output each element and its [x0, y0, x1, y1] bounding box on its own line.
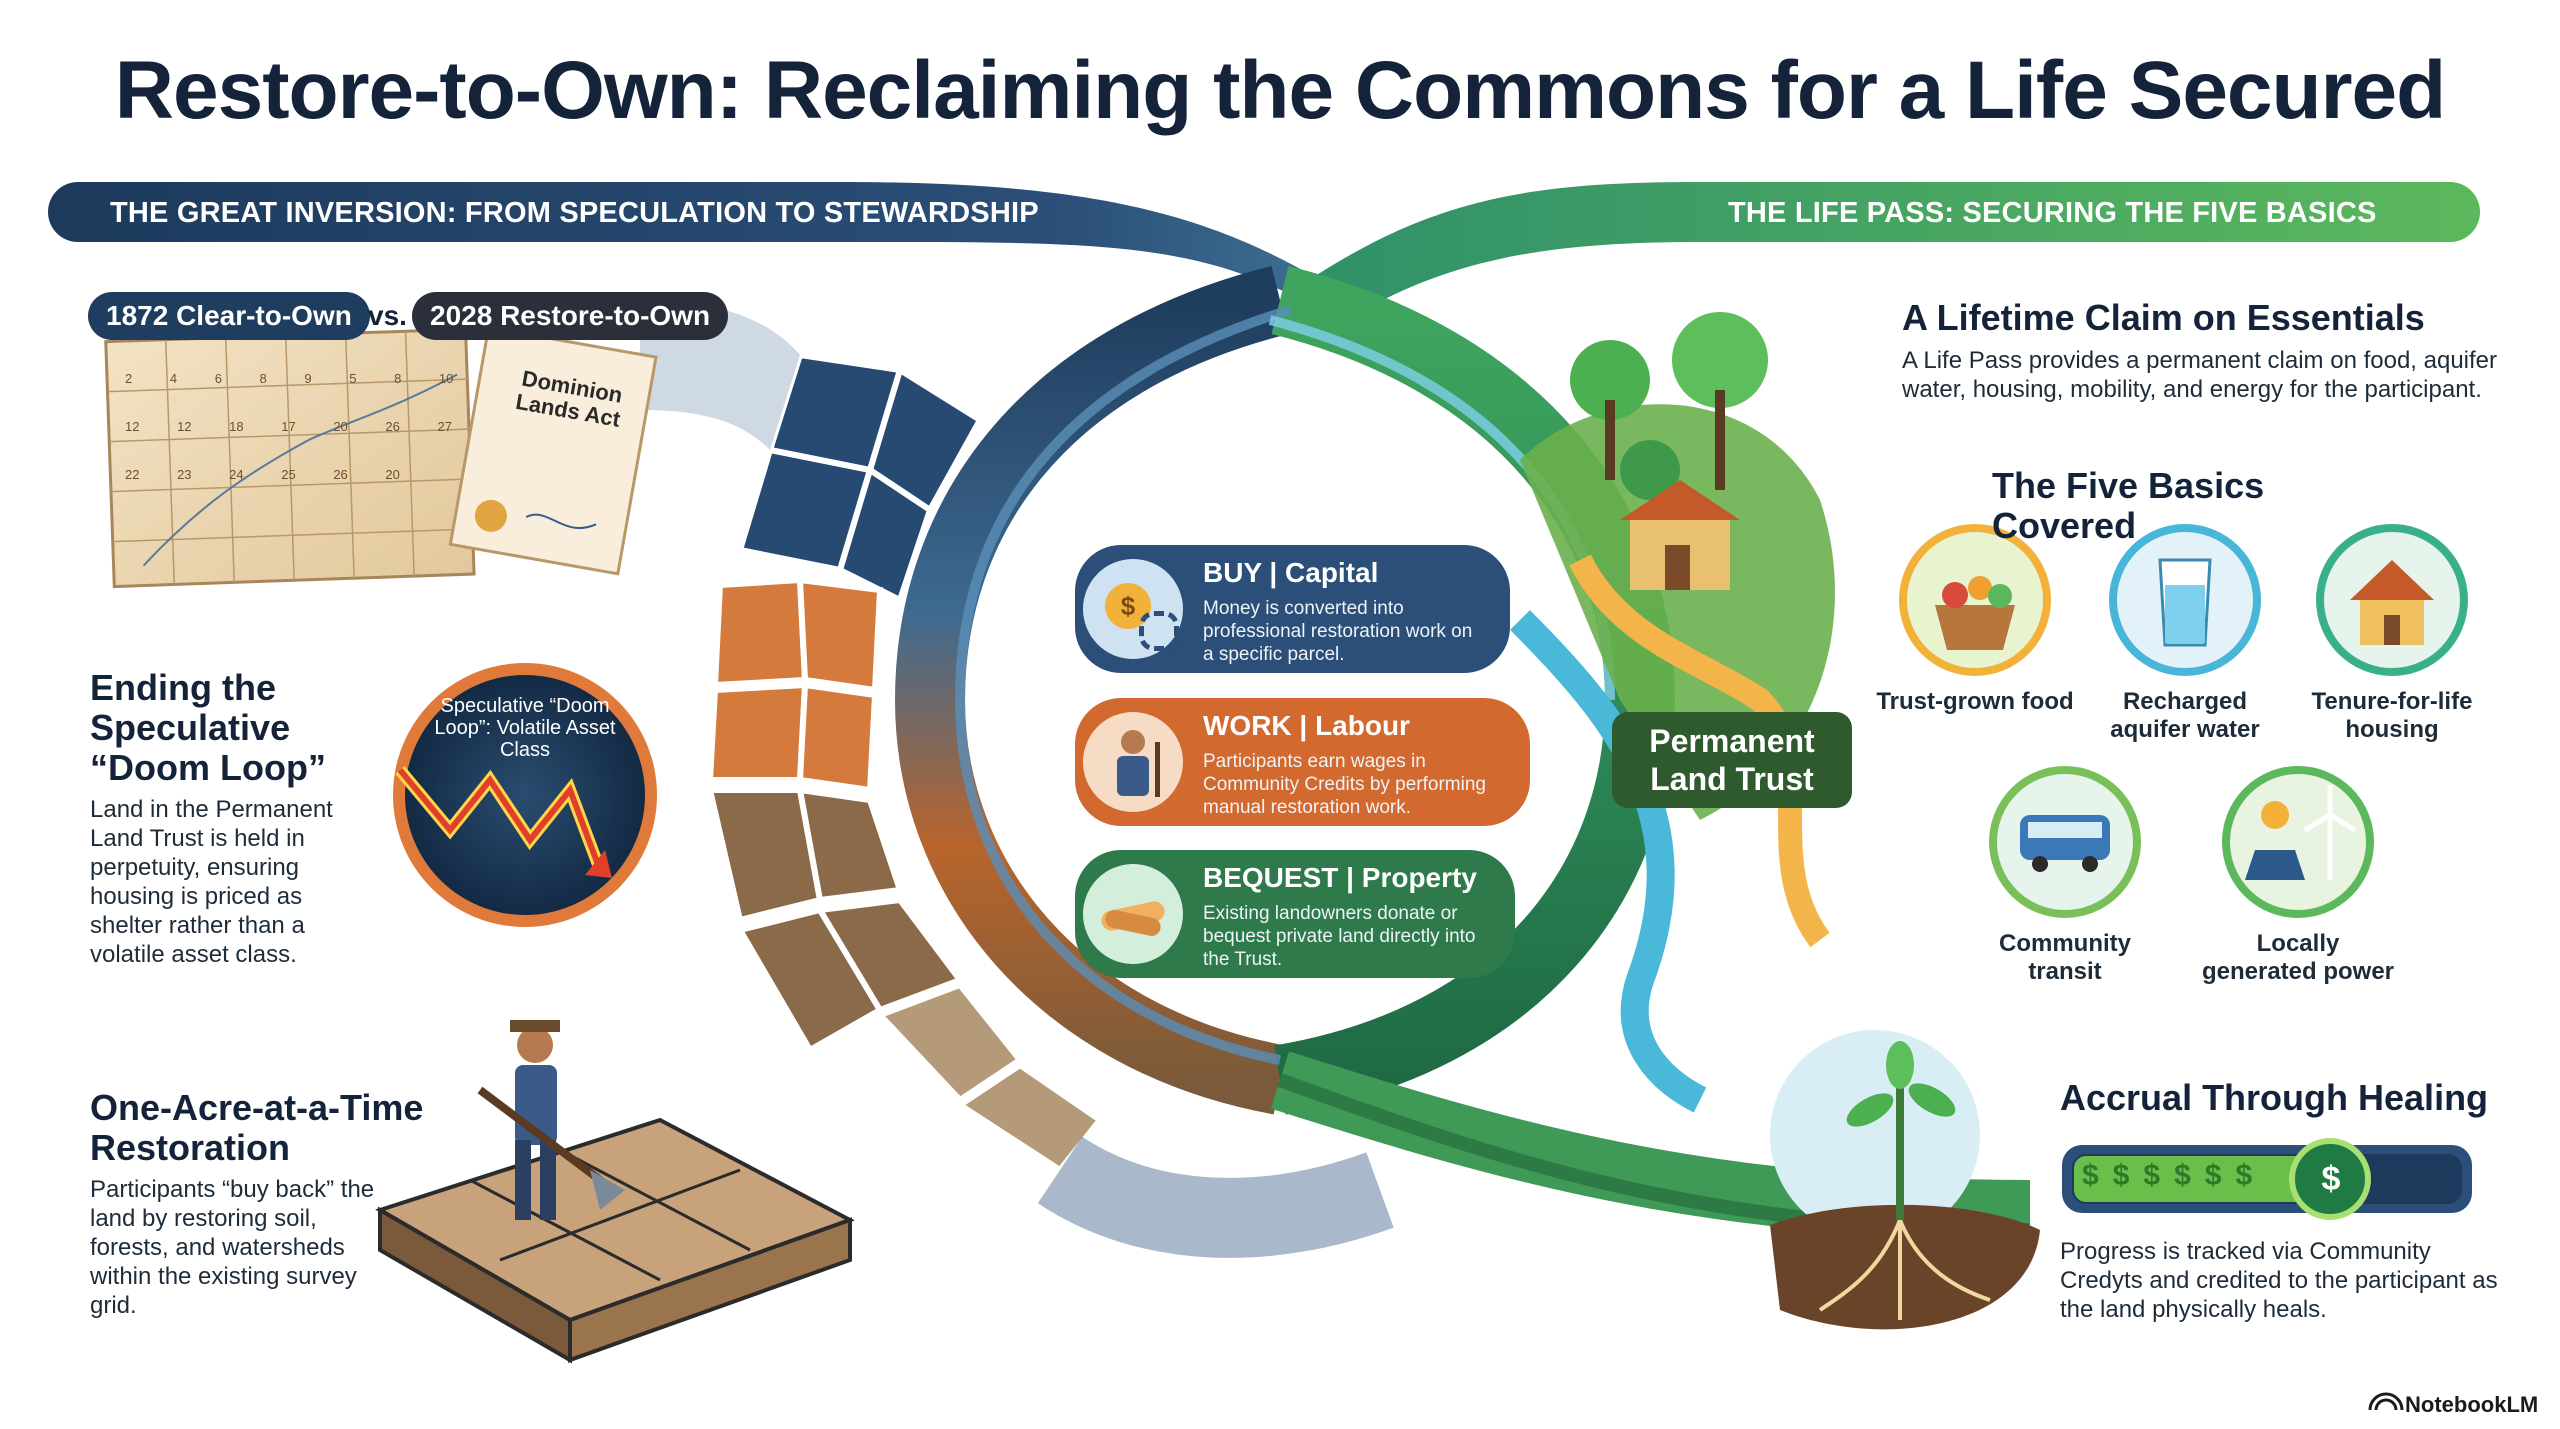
- credit-meter: [2062, 1138, 2472, 1220]
- map-grid-number: 18: [229, 419, 282, 434]
- map-grid-numbers: 2 4 6 8 9 5 8 10 12 12 18 17 20 26 27 22…: [125, 355, 465, 499]
- basic-housing-label: Tenure-for-life housing: [2311, 688, 2473, 743]
- map-grid-number: 6: [214, 371, 260, 386]
- map-grid-number: 8: [394, 371, 439, 386]
- doom-loop-badge: [393, 663, 657, 927]
- bus-icon: [1993, 770, 2137, 914]
- card-buy-sub: Capital: [1285, 557, 1379, 588]
- card-buy: $ BUY | Capital Money is converted into …: [1075, 545, 1510, 673]
- credit-meter-symbols: $$$$$$: [2082, 1159, 2292, 1193]
- map-grid-number: 12: [177, 419, 230, 434]
- page-title: Restore-to-Own: Reclaiming the Commons f…: [114, 45, 2446, 136]
- basic-water-label: Recharged aquifer water: [2110, 688, 2260, 743]
- card-bequest: BEQUEST | Property Existing landowners d…: [1075, 850, 1515, 978]
- map-grid-number: 5: [349, 371, 395, 386]
- notebooklm-logo: NotebookLM: [2405, 1392, 2539, 1417]
- doom-loop-heading: Ending the Speculative “Doom Loop”: [90, 667, 326, 788]
- card-bequest-title: BEQUEST: [1203, 862, 1339, 893]
- credit-meter-symbol: $: [2082, 1159, 2113, 1192]
- card-work-title: WORK: [1203, 710, 1292, 741]
- credit-meter-symbol: $: [2235, 1159, 2267, 1192]
- restoration-body: Participants “buy back” the land by rest…: [90, 1176, 375, 1319]
- map-grid-number: 8: [259, 371, 305, 386]
- map-grid-number: 17: [281, 419, 334, 434]
- card-bequest-sub: Property: [1361, 862, 1477, 893]
- lifetime-heading: A Lifetime Claim on Essentials: [1902, 297, 2425, 338]
- handshake-icon: [1083, 864, 1183, 964]
- credit-meter-symbol: $: [2143, 1159, 2175, 1192]
- lifetime-body: A Life Pass provides a permanent claim o…: [1902, 347, 2498, 403]
- credit-meter-symbol: $: [2112, 1159, 2144, 1192]
- card-buy-title: BUY: [1203, 557, 1262, 588]
- credit-meter-symbol: $: [2174, 1159, 2205, 1192]
- card-bequest-body: Existing landowners donate or bequest pr…: [1203, 903, 1476, 970]
- vs-label: vs.: [368, 300, 407, 331]
- map-grid-number: 4: [169, 371, 215, 386]
- map-grid-number: 20: [385, 467, 400, 482]
- card-work-body: Participants earn wages in Community Cre…: [1203, 751, 1486, 818]
- basics-circles: [1899, 524, 2468, 918]
- forest-house: [1510, 312, 1835, 1113]
- map-grid-number: 27: [437, 419, 452, 434]
- map-grid-number: 2: [125, 371, 170, 386]
- map-grid-number: 22: [125, 467, 178, 482]
- left-loop-tiles: [706, 351, 1394, 1258]
- coins-gear-icon: $: [1083, 559, 1183, 659]
- five-basics-heading: The Five Basics Covered: [1992, 465, 2265, 546]
- card-work-sub: Labour: [1315, 710, 1410, 741]
- card-buy-body: Money is converted into professional res…: [1203, 598, 1473, 665]
- map-grid-number: 26: [385, 419, 438, 434]
- credit-coin-icon: $: [2321, 1160, 2341, 1198]
- permanent-land-trust-label: Permanent Land Trust: [1612, 712, 1852, 808]
- band-label-right: THE LIFE PASS: SECURING THE FIVE BASICS: [1728, 197, 2377, 229]
- worker-shovel-icon: [1083, 712, 1183, 812]
- doom-loop-badge-text: Speculative “Doom Loop”: Volatile Asset …: [434, 695, 616, 761]
- food-basket-icon: [1903, 528, 2047, 672]
- pill-1872: 1872 Clear-to-Own: [88, 292, 370, 340]
- water-glass-icon: [2113, 528, 2257, 672]
- map-grid-number: 26: [333, 467, 386, 482]
- solar-wind-icon: [2226, 770, 2370, 914]
- band-label-left: THE GREAT INVERSION: FROM SPECULATION TO…: [110, 197, 1039, 229]
- map-grid-number: 9: [304, 371, 350, 386]
- accrual-heading: Accrual Through Healing: [2060, 1077, 2489, 1118]
- restoration-plot: [375, 1020, 855, 1364]
- pill-2028: 2028 Restore-to-Own: [412, 292, 729, 340]
- map-grid-number: 23: [177, 467, 230, 482]
- map-grid-number: 24: [229, 467, 282, 482]
- credit-meter-symbol: $: [2204, 1159, 2236, 1192]
- map-grid-number: 20: [333, 419, 386, 434]
- map-grid-number: 25: [281, 467, 334, 482]
- restoration-heading: One-Acre-at-a-Time Restoration: [90, 1087, 424, 1168]
- basic-transit-label: Community transit: [1999, 930, 2131, 985]
- map-grid-number: 10: [438, 371, 454, 386]
- accrual-body: Progress is tracked via Community Credyt…: [2060, 1238, 2498, 1323]
- map-grid-number: 12: [125, 419, 178, 434]
- doom-loop-body: Land in the Permanent Land Trust is held…: [90, 796, 333, 968]
- house-icon: [2320, 528, 2464, 672]
- card-work: WORK | Labour Participants earn wages in…: [1075, 698, 1530, 826]
- sapling-soil: [1770, 1030, 2040, 1330]
- basic-power-label: Locally generated power: [2201, 930, 2395, 985]
- basic-food-label: Trust-grown food: [1876, 688, 2074, 715]
